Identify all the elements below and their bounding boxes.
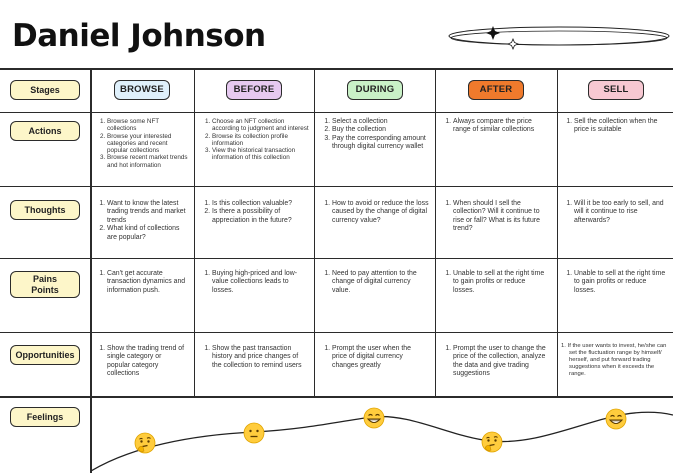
list-item: Browse some NFT collections [107, 118, 188, 133]
list-item: Prompt the user to change the price of t… [453, 345, 552, 379]
pains-after: Unable to sell at the right time to gain… [442, 270, 546, 295]
actions-during: Select a collectionBuy the collectionPay… [321, 118, 429, 152]
list-item: Will it be too early to sell, and will i… [574, 200, 667, 225]
grinning-face-icon [605, 408, 627, 430]
pains-before: Buying high-priced and low-value collect… [201, 270, 307, 295]
list-item: Unable to sell at the right time to gain… [574, 270, 667, 295]
list-item: Unable to sell at the right time to gain… [453, 270, 546, 295]
row-label-feelings: Feelings [10, 407, 80, 427]
stage-after: AFTER [468, 80, 524, 100]
actions-before: Choose an NFT collection according to ju… [201, 118, 309, 162]
grid-v-line [314, 68, 315, 396]
list-item: Is there a possibility of appreciation i… [212, 208, 309, 225]
orbit-decoration-icon [448, 26, 670, 51]
grid-h-line [0, 186, 673, 187]
opportunities-before: Show the past transaction history and pr… [201, 345, 309, 370]
opportunities-sell: If the user wants to invest, he/she can … [563, 343, 667, 378]
list-item: If the user wants to invest, he/she can … [568, 343, 667, 378]
thoughts-before: Is this collection valuable?Is there a p… [201, 200, 309, 225]
grid-v-line [435, 68, 436, 396]
pains-browse: Can't get accurate transaction dynamics … [96, 270, 188, 295]
list-item: Show the trading trend of single categor… [107, 345, 186, 379]
list-item: How to avoid or reduce the loss caused b… [332, 200, 429, 225]
list-item: Pay the corresponding amount through dig… [332, 135, 429, 152]
grid-v-line [90, 68, 92, 473]
list-item: Browse your interested categories and re… [107, 133, 188, 155]
opportunities-browse: Show the trading trend of single categor… [96, 345, 186, 379]
thoughts-after: When should I sell the collection? Will … [442, 200, 550, 234]
opportunities-during: Prompt the user when the price of digita… [321, 345, 425, 370]
grid-h-line [0, 68, 673, 70]
list-item: When should I sell the collection? Will … [453, 200, 550, 234]
grid-v-line [194, 68, 195, 396]
grid-h-line [0, 112, 673, 113]
list-item: Select a collection [332, 118, 429, 126]
row-label-opportunities: Opportunities [10, 345, 80, 365]
grid-h-line [0, 258, 673, 259]
pains-during: Need to pay attention to the change of d… [321, 270, 421, 295]
stage-sell: SELL [588, 80, 644, 100]
actions-browse: Browse some NFT collectionsBrowse your i… [96, 118, 188, 169]
opportunities-after: Prompt the user to change the price of t… [442, 345, 552, 379]
list-item: Browse its collection profile informatio… [212, 133, 309, 148]
list-item: Prompt the user when the price of digita… [332, 345, 425, 370]
actions-after: Always compare the price range of simila… [442, 118, 550, 135]
sparkle-icon [506, 37, 520, 51]
list-item: Always compare the price range of simila… [453, 118, 550, 135]
list-item: Need to pay attention to the change of d… [332, 270, 421, 295]
list-item: View the historical transaction informat… [212, 147, 309, 162]
list-item: Show the past transaction history and pr… [212, 345, 309, 370]
list-item: Sell the collection when the price is su… [574, 118, 667, 135]
row-label-actions: Actions [10, 121, 80, 141]
list-item: Is this collection valuable? [212, 200, 309, 208]
row-label-pains: Pains Points [10, 271, 80, 298]
thoughts-sell: Will it be too early to sell, and will i… [563, 200, 667, 225]
page-title: Daniel Johnson [12, 18, 266, 54]
thoughts-during: How to avoid or reduce the loss caused b… [321, 200, 429, 225]
list-item: Want to know the latest trading trends a… [107, 200, 188, 225]
list-item: What kind of collections are popular? [107, 225, 188, 242]
grid-h-line [0, 332, 673, 333]
thinking-face-icon [481, 431, 503, 453]
grid-h-line [0, 396, 673, 398]
grinning-face-icon [363, 407, 385, 429]
stage-during: DURING [347, 80, 403, 100]
stage-browse: BROWSE [114, 80, 170, 100]
list-item: Browse recent market trends and hot info… [107, 154, 188, 169]
pains-sell: Unable to sell at the right time to gain… [563, 270, 667, 295]
list-item: Buying high-priced and low-value collect… [212, 270, 307, 295]
actions-sell: Sell the collection when the price is su… [563, 118, 667, 135]
neutral-face-icon [243, 422, 265, 444]
thinking-face-icon [134, 432, 156, 454]
row-label-thoughts: Thoughts [10, 200, 80, 220]
list-item: Buy the collection [332, 126, 429, 134]
list-item: Can't get accurate transaction dynamics … [107, 270, 188, 295]
sparkle-icon [486, 26, 500, 40]
grid-v-line [557, 68, 558, 396]
row-label-stages: Stages [10, 80, 80, 100]
list-item: Choose an NFT collection according to ju… [212, 118, 309, 133]
stage-before: BEFORE [226, 80, 282, 100]
thoughts-browse: Want to know the latest trading trends a… [96, 200, 188, 242]
